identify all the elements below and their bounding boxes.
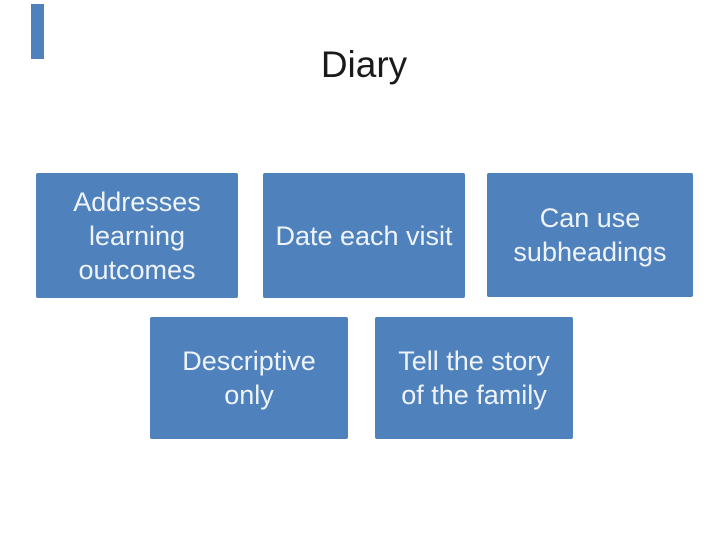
slide-title: Diary [320,44,408,85]
accent-bar [31,4,44,59]
box-addresses-learning-outcomes: Addresses learning outcomes [36,173,238,298]
box-descriptive-only: Descriptive only [150,317,348,439]
box-can-use-subheadings: Can use subheadings [487,173,693,297]
box-tell-story-of-family: Tell the story of the family [375,317,573,439]
box-date-each-visit: Date each visit [263,173,465,298]
